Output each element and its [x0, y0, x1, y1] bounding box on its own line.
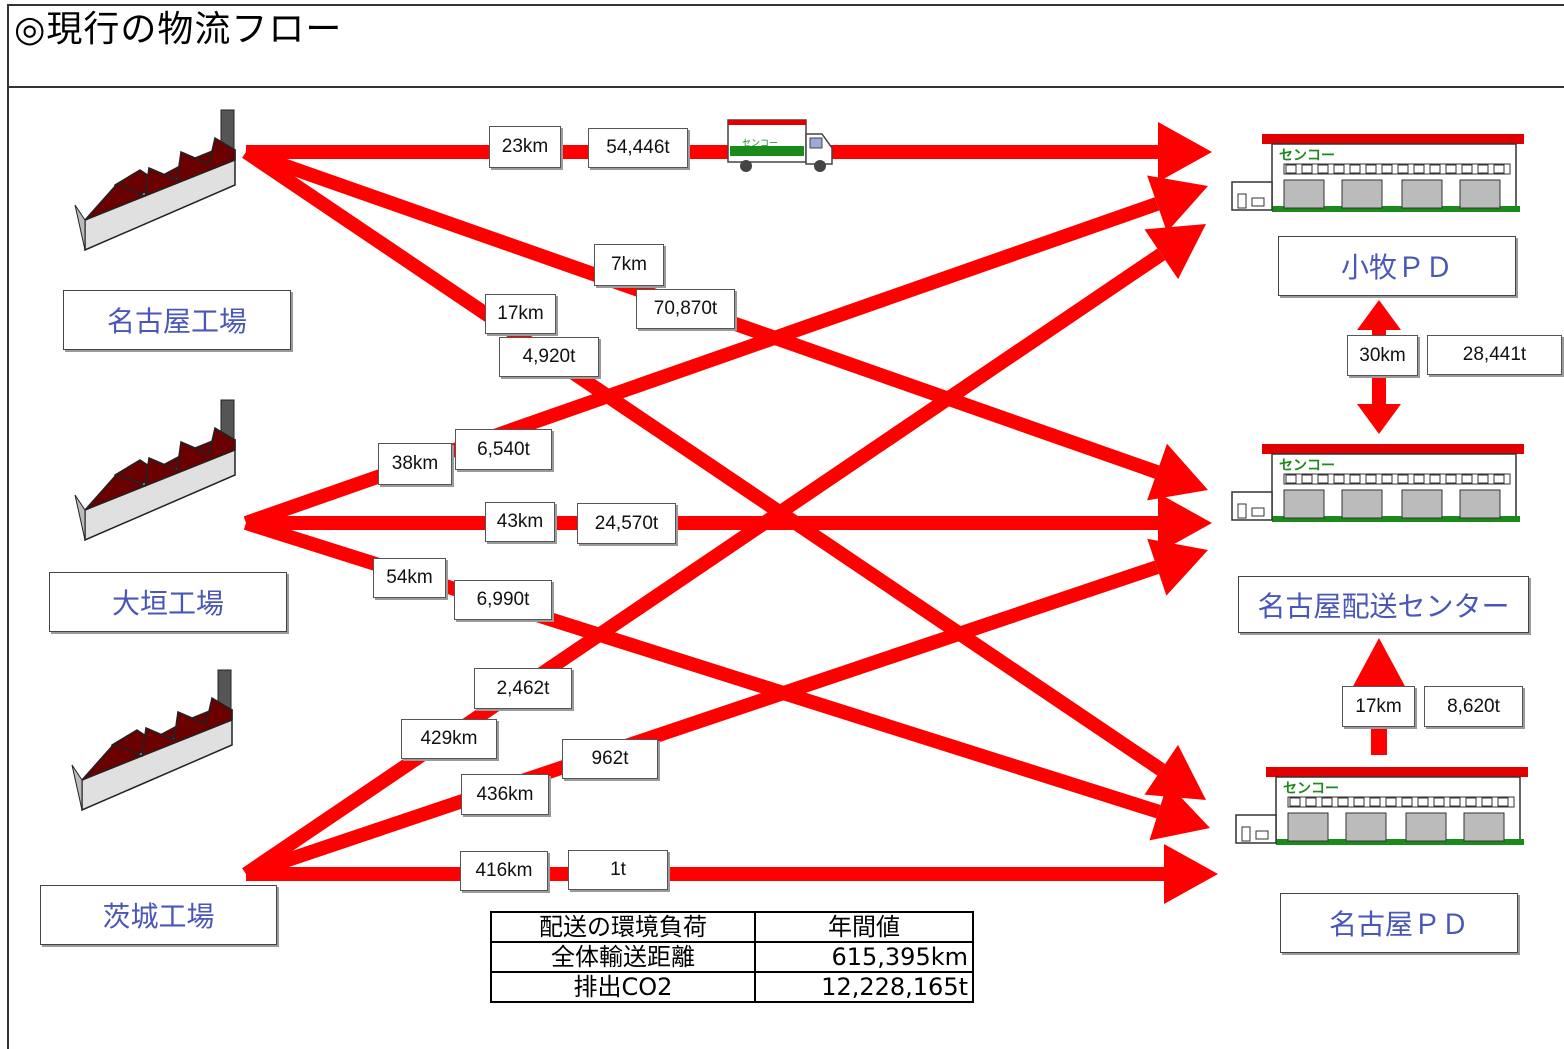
table-cell: 全体輸送距離: [490, 941, 756, 973]
arrow-ibaraki-komaki: [242, 224, 1206, 880]
factory-nagoya-icon: [74, 109, 236, 251]
arrow-nagoya-pd: [242, 146, 1206, 800]
page-title: ◎現行の物流フロー: [14, 9, 343, 50]
warehouse-center-sign: センコー: [1279, 458, 1335, 474]
route-ibaraki-center-distance: 436km: [461, 774, 549, 815]
route-ibaraki-komaki-tonnage: 2,462t: [474, 668, 572, 709]
diagram-frame: [7, 4, 1564, 1049]
route-ibaraki-center-tonnage: 962t: [562, 739, 658, 779]
table-cell: 12,228,165t: [754, 971, 974, 1003]
warehouse-nagoya-pd-sign: センコー: [1283, 781, 1339, 797]
route-nagoya-komaki-distance: 23km: [489, 126, 561, 168]
arrow-ibaraki-pd: [246, 844, 1218, 904]
route-ogaki-center-tonnage: 24,570t: [577, 503, 676, 544]
route-ibaraki-pd-tonnage: 1t: [568, 850, 668, 890]
table-header-cell: 配送の環境負荷: [490, 911, 756, 943]
warehouse-komaki-sign: センコー: [1279, 148, 1335, 164]
factory-ibaraki-label: 茨城工場: [40, 885, 277, 945]
warehouse-center-icon: センコー: [1231, 443, 1525, 523]
truck-sign: センコー: [742, 138, 778, 149]
arrow-ogaki-center: [246, 493, 1212, 553]
route-nagoya-komaki-tonnage: 54,446t: [588, 128, 688, 168]
factory-ogaki-label: 大垣工場: [49, 572, 287, 632]
route-nagoya-pd-distance: 17km: [485, 294, 556, 334]
route-nagoya-pd-tonnage: 4,920t: [499, 337, 599, 377]
title-bar: [7, 4, 1564, 88]
dest-nagoya-center-label: 名古屋配送センター: [1238, 576, 1529, 633]
route-pd-center-distance: 17km: [1342, 686, 1415, 727]
table-cell: 615,395km: [754, 941, 974, 973]
route-ibaraki-komaki-distance: 429km: [401, 719, 497, 759]
route-ogaki-pd-tonnage: 6,990t: [454, 580, 552, 620]
factory-nagoya-label: 名古屋工場: [63, 290, 291, 350]
route-ogaki-center-distance: 43km: [485, 502, 555, 542]
factory-ogaki-icon: [74, 399, 236, 541]
route-komaki-center-tonnage: 28,441t: [1427, 335, 1562, 375]
route-komaki-center-distance: 30km: [1347, 335, 1418, 376]
route-pd-center-tonnage: 8,620t: [1424, 686, 1523, 727]
route-ogaki-komaki-distance: 38km: [378, 443, 452, 485]
table-row: 全体輸送距離 615,395km: [490, 941, 974, 973]
table-cell: 排出CO2: [490, 971, 756, 1003]
arrow-nagoya-komaki: [246, 122, 1212, 182]
environmental-load-table: 配送の環境負荷 年間値 全体輸送距離 615,395km 排出CO2 12,22…: [490, 911, 974, 1003]
route-ibaraki-pd-distance: 416km: [460, 851, 548, 891]
table-header-row: 配送の環境負荷 年間値: [490, 911, 974, 943]
route-ogaki-pd-distance: 54km: [373, 558, 446, 598]
route-nagoya-center-distance: 7km: [594, 244, 664, 286]
factory-ibaraki-icon: [71, 669, 233, 811]
warehouse-nagoya-pd-icon: センコー: [1235, 766, 1529, 846]
dest-nagoya-pd-label: 名古屋ＰＤ: [1280, 893, 1518, 953]
route-ogaki-komaki-tonnage: 6,540t: [455, 429, 552, 470]
dest-komaki-label: 小牧ＰＤ: [1278, 236, 1516, 296]
warehouse-komaki-icon: センコー: [1231, 133, 1525, 213]
route-nagoya-center-tonnage: 70,870t: [636, 289, 735, 329]
delivery-truck-icon: センコー: [727, 119, 833, 173]
table-header-cell: 年間値: [754, 911, 974, 943]
arrow-ibaraki-center: [243, 538, 1208, 881]
table-row: 排出CO2 12,228,165t: [490, 971, 974, 1003]
